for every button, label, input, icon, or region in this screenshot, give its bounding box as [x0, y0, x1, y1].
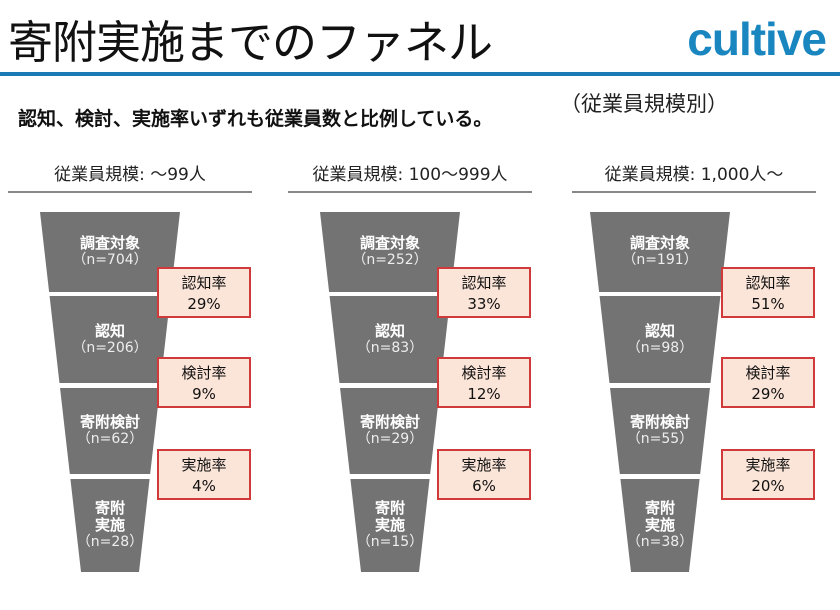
rate-value: 29%: [187, 295, 221, 313]
conversion-rate-box: 認知率 33%: [437, 267, 531, 318]
funnel-stage-label: 認知（n=83）: [330, 321, 450, 357]
stage-name: 調査対象: [359, 234, 420, 252]
conversion-rate-box: 検討率 29%: [721, 357, 815, 408]
funnel-stage-label: 寄附検討（n=29）: [330, 414, 450, 448]
stage-count: （n=704）: [72, 252, 148, 268]
panel-heading: 従業員規模: 1,000人～: [572, 160, 816, 193]
funnel-stage-label: 寄附検討（n=55）: [600, 414, 720, 448]
grouping-note: （従業員規模別）: [560, 92, 728, 116]
cultive-logo: cultive: [687, 13, 827, 65]
funnel-stage: [49, 296, 171, 383]
rate-label: 実施率: [461, 456, 507, 474]
stage-count: （n=98）: [626, 339, 694, 356]
rate-label: 検討率: [745, 364, 791, 382]
stage-name: 認知: [374, 321, 405, 340]
stage-count: （n=206）: [72, 339, 148, 356]
rate-label: 検討率: [461, 364, 507, 382]
stage-name: 寄附 実施: [374, 499, 405, 534]
rate-value: 12%: [467, 385, 501, 403]
stage-count: （n=38）: [626, 534, 694, 550]
conversion-rate-box: 認知率 29%: [157, 267, 251, 318]
rate-label: 実施率: [181, 456, 227, 474]
funnel-stage-label: 調査対象（n=191）: [600, 235, 720, 269]
panel-heading: 従業員規模: ～99人: [8, 160, 252, 193]
rate-value: 20%: [751, 477, 785, 495]
rate-value: 9%: [192, 385, 216, 403]
conversion-rate-box: 認知率 51%: [721, 267, 815, 318]
rate-label: 認知率: [745, 274, 791, 292]
funnel-stage: [599, 296, 721, 383]
stage-name: 寄附検討: [629, 413, 690, 431]
funnel-stage-label: 調査対象（n=252）: [330, 235, 450, 269]
page-title: 寄附実施までのファネル: [8, 16, 493, 69]
funnel-stage: [620, 479, 700, 572]
stage-count: （n=62）: [76, 431, 144, 447]
rate-value: 6%: [472, 477, 496, 495]
summary-text: 認知、検討、実施率いずれも従業員数と比例している。: [18, 108, 493, 130]
funnel-stage: [610, 388, 710, 474]
stage-name: 寄附検討: [359, 413, 420, 431]
funnel-stage-label: 寄附 実施（n=28）: [50, 500, 170, 551]
stage-count: （n=252）: [352, 252, 428, 268]
stage-name: 寄附検討: [79, 413, 140, 431]
stage-name: 寄附 実施: [644, 499, 675, 534]
funnel-stage-label: 寄附 実施（n=38）: [600, 500, 720, 551]
rate-value: 51%: [751, 295, 785, 313]
stage-name: 認知: [644, 321, 675, 340]
funnel-stage: [329, 296, 451, 383]
funnel-stage-label: 寄附 実施（n=15）: [330, 500, 450, 551]
funnel-stage: [350, 479, 430, 572]
funnel-stage-label: 寄附検討（n=62）: [50, 414, 170, 448]
funnel-stage-label: 認知（n=206）: [50, 321, 170, 357]
funnel-stage: [320, 212, 460, 292]
funnel-stage-label: 調査対象（n=704）: [50, 235, 170, 269]
stage-name: 認知: [94, 321, 125, 340]
rate-value: 29%: [751, 385, 785, 403]
rate-value: 4%: [192, 477, 216, 495]
conversion-rate-box: 検討率 9%: [157, 357, 251, 408]
stage-count: （n=28）: [76, 534, 144, 550]
rate-label: 認知率: [461, 274, 507, 292]
panel-heading: 従業員規模: 100～999人: [288, 160, 532, 193]
rate-label: 実施率: [745, 456, 791, 474]
stage-count: （n=83）: [356, 339, 424, 356]
funnel-stage: [40, 212, 180, 292]
stage-name: 調査対象: [79, 234, 140, 252]
funnel-stage: [60, 388, 160, 474]
stage-count: （n=55）: [626, 431, 694, 447]
stage-count: （n=29）: [356, 431, 424, 447]
stage-name: 調査対象: [629, 234, 690, 252]
stage-count: （n=15）: [356, 534, 424, 550]
rate-value: 33%: [467, 295, 501, 313]
stage-name: 寄附 実施: [94, 499, 125, 534]
title-divider: [0, 72, 840, 76]
funnel-stage: [340, 388, 440, 474]
rate-label: 認知率: [181, 274, 227, 292]
funnel-stage: [70, 479, 150, 572]
stage-count: （n=191）: [622, 252, 698, 268]
funnel-stage-label: 認知（n=98）: [600, 321, 720, 357]
rate-label: 検討率: [181, 364, 227, 382]
conversion-rate-box: 実施率 20%: [721, 449, 815, 500]
conversion-rate-box: 検討率 12%: [437, 357, 531, 408]
conversion-rate-box: 実施率 6%: [437, 449, 531, 500]
funnel-stage: [590, 212, 730, 292]
conversion-rate-box: 実施率 4%: [157, 449, 251, 500]
